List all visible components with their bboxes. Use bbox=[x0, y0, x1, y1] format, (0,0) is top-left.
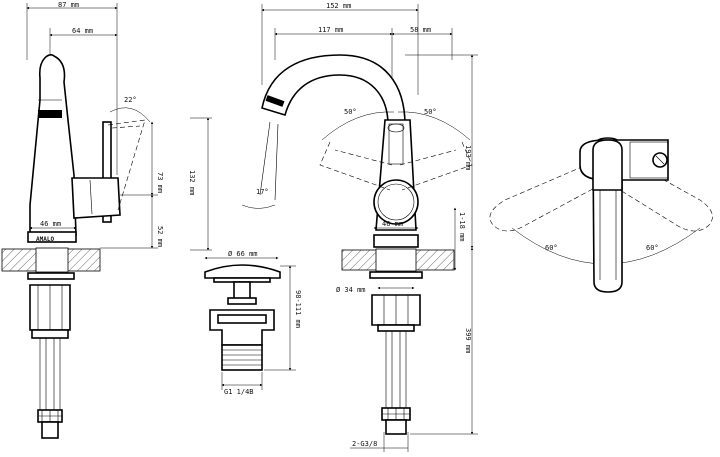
side-view: 87 mm 64 mm 22° AMALO 46 mm bbox=[1, 1, 164, 439]
front-dim-base-width: 46 mm bbox=[382, 220, 403, 228]
side-dim-width-body: 64 mm bbox=[72, 27, 93, 35]
top-view: 60° 60° bbox=[489, 137, 713, 293]
front-dim-width-total: 152 mm bbox=[326, 2, 351, 10]
top-dim-angle-left: 60° bbox=[545, 244, 558, 252]
side-aerator-band bbox=[38, 110, 62, 118]
drain-dim-cap-diameter: Ø 66 mm bbox=[228, 250, 258, 258]
front-dim-angle-left: 50° bbox=[344, 108, 357, 116]
drain-dim-thread-range: 98-111 mm bbox=[294, 290, 302, 328]
side-brand-logo: AMALO bbox=[36, 236, 54, 243]
side-dim-angle: 22° bbox=[124, 96, 137, 104]
front-dim-offset: 58 mm bbox=[410, 26, 431, 34]
front-dim-angle-right: 50° bbox=[424, 108, 437, 116]
front-dim-hole-diameter: Ø 34 mm bbox=[336, 286, 366, 294]
side-dim-width-total: 87 mm bbox=[58, 1, 79, 9]
front-dim-height-upper: 193 mm bbox=[464, 145, 472, 170]
side-dim-base-width: 46 mm bbox=[40, 220, 61, 228]
front-view: 152 mm 117 mm 58 mm 17° 50° 50° bbox=[241, 2, 478, 452]
drain-dim-height-total: 132 mm bbox=[188, 170, 196, 195]
front-dim-hose-length: 399 mm bbox=[464, 328, 472, 353]
drain-dim-thread: G1 1/4B bbox=[224, 388, 254, 396]
side-dim-height-lower: 52 mm bbox=[156, 226, 164, 247]
front-aerator bbox=[265, 95, 285, 107]
side-dim-height-upper: 73 mm bbox=[156, 172, 164, 193]
front-dim-reach: 117 mm bbox=[318, 26, 343, 34]
front-dim-hose-thread: 2-G3/8 bbox=[352, 440, 377, 448]
drain-view: 132 mm Ø 66 mm 98-111 mm G1 1/4B bbox=[188, 117, 302, 396]
top-dim-angle-right: 60° bbox=[646, 244, 659, 252]
front-dim-deck-range: 1-18 mm bbox=[458, 212, 466, 242]
front-dim-spray-angle: 17° bbox=[256, 188, 269, 196]
